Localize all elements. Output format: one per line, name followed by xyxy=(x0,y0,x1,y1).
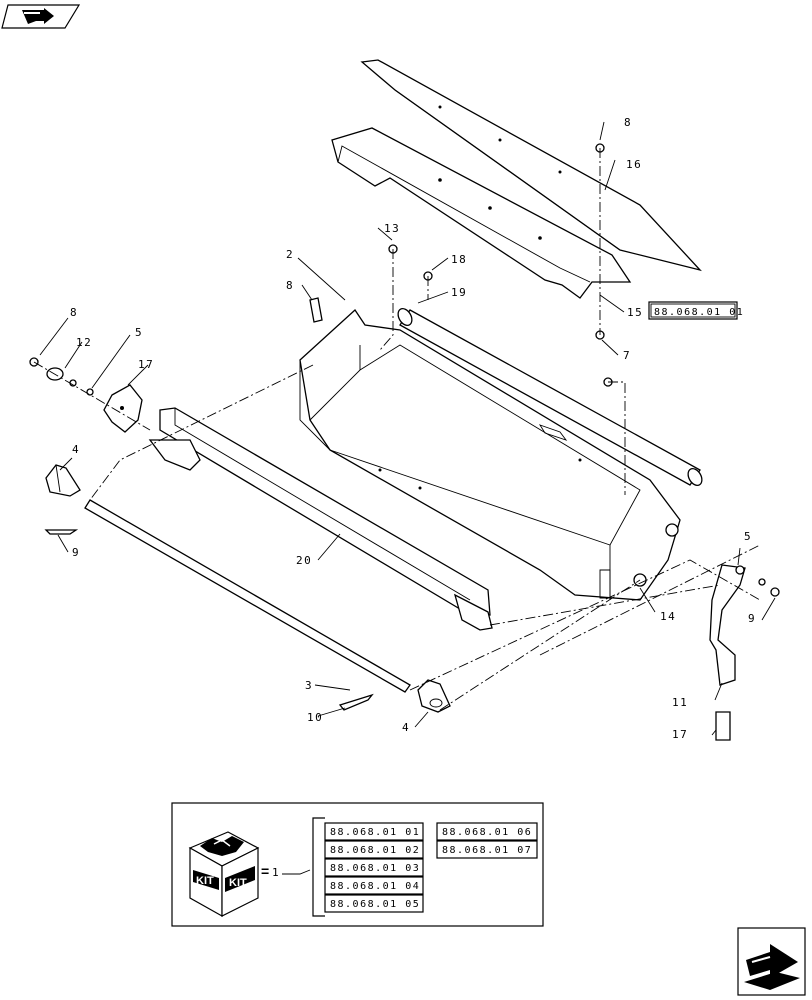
callout-8-left: 8 xyxy=(70,306,78,319)
kit-ref-2[interactable]: 88.068.01 02 xyxy=(324,840,424,859)
item-14-reference-text: 88.068.01 01 xyxy=(654,307,744,318)
part-2-housing xyxy=(299,309,681,601)
svg-text:88.068.01 01: 88.068.01 01 xyxy=(330,827,420,838)
callout-6: 7 xyxy=(623,349,631,362)
leader-lines xyxy=(39,121,776,736)
callout-8-right: 9 xyxy=(748,612,756,625)
callout-11: 12 xyxy=(76,336,92,349)
callout-17: 17 xyxy=(138,358,154,371)
part-3-rod xyxy=(84,499,411,693)
callout-12: 13 xyxy=(384,222,400,235)
part-4-bearing-left xyxy=(45,464,81,497)
callout-4-bottom: 4 xyxy=(402,721,410,734)
callout-9-bottom: 10 xyxy=(307,711,323,724)
callout-15: 16 xyxy=(626,158,642,171)
kit-ref-3[interactable]: 88.068.01 03 xyxy=(324,858,424,877)
kit-label-left: KIT xyxy=(196,875,214,887)
svg-text:88.068.01 05: 88.068.01 05 xyxy=(330,899,420,910)
kit-ref-5[interactable]: 88.068.01 05 xyxy=(324,894,424,913)
svg-text:88.068.01 04: 88.068.01 04 xyxy=(330,881,420,892)
callout-5-left: 5 xyxy=(135,326,143,339)
assembly-centerlines xyxy=(33,148,761,711)
callout-20: 20 xyxy=(296,554,312,567)
svg-text:88.068.01 02: 88.068.01 02 xyxy=(330,845,420,856)
part-20-bar xyxy=(148,407,493,631)
next-page-icon[interactable] xyxy=(737,927,806,996)
callout-labels: 8 16 13 18 2 19 8 15 7 8 12 5 17 4 9 20 … xyxy=(70,116,756,741)
callout-14: 15 xyxy=(627,306,643,319)
previous-page-icon[interactable] xyxy=(1,4,81,29)
kit-box: KIT KIT = 1 88.068.01 01 88.068.01 02 88… xyxy=(171,802,544,927)
svg-text:88.068.01 06: 88.068.01 06 xyxy=(442,827,532,838)
part-4-bearing-right xyxy=(417,679,451,713)
callout-2: 2 xyxy=(286,248,294,261)
part-17-bracket xyxy=(103,384,143,433)
callout-4-left: 4 xyxy=(72,443,80,456)
svg-text:88.068.01 07: 88.068.01 07 xyxy=(442,845,532,856)
kit-ref-1[interactable]: 88.068.01 01 xyxy=(324,822,424,841)
callout-19: 19 xyxy=(451,286,467,299)
kit-ref-4[interactable]: 88.068.01 04 xyxy=(324,876,424,895)
part-10-arm xyxy=(709,564,746,686)
callout-13: 14 xyxy=(660,610,676,623)
kit-references-right: 88.068.01 06 88.068.01 07 xyxy=(436,822,538,859)
part-14-plate xyxy=(331,127,632,299)
kit-icon: KIT KIT xyxy=(188,831,260,918)
callout-10: 11 xyxy=(672,696,688,709)
kit-item-number: 1 xyxy=(272,866,280,879)
callout-18: 18 xyxy=(451,253,467,266)
part-16-pin xyxy=(715,711,731,741)
item-14-reference[interactable]: 88.068.01 01 xyxy=(648,301,744,320)
svg-text:88.068.01 03: 88.068.01 03 xyxy=(330,863,420,874)
part-15-strip xyxy=(360,59,702,272)
callout-9-left: 9 xyxy=(72,546,80,559)
callout-5-right: 5 xyxy=(744,530,752,543)
kit-label-right: KIT xyxy=(229,877,247,889)
callout-3: 3 xyxy=(305,679,313,692)
callout-8: 8 xyxy=(624,116,632,129)
kit-ref-7[interactable]: 88.068.01 07 xyxy=(436,840,538,859)
kit-references-left: 88.068.01 01 88.068.01 02 88.068.01 03 8… xyxy=(324,822,424,913)
callout-16: 17 xyxy=(672,728,688,741)
kit-ref-6[interactable]: 88.068.01 06 xyxy=(436,822,538,841)
callout-7: 8 xyxy=(286,279,294,292)
kit-equals: = xyxy=(261,863,269,879)
